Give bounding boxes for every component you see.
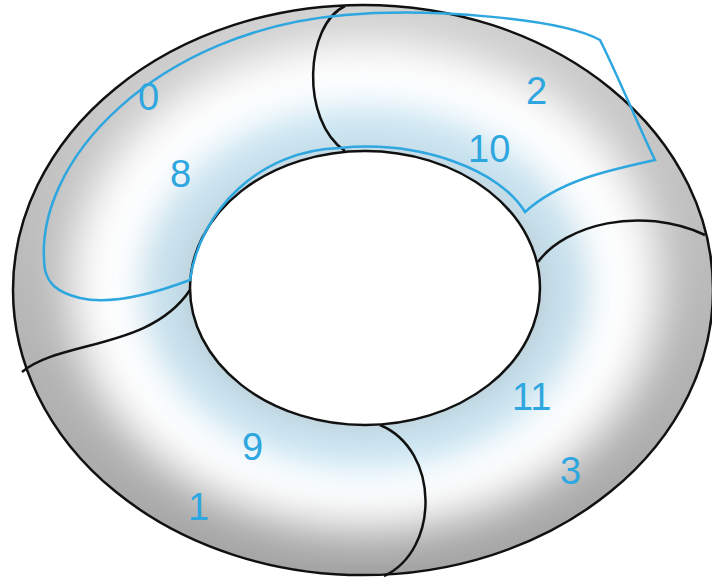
callout-number: 2 (526, 72, 547, 110)
callout-number: 10 (468, 130, 510, 168)
highlighted-region (44, 13, 655, 300)
callout-number: 11 (512, 378, 551, 416)
callout-number: 9 (242, 428, 263, 466)
torus-outline (13, 5, 712, 575)
callout-number: 0 (138, 78, 159, 116)
callout-number: 3 (560, 452, 581, 490)
callout-number: 1 (188, 488, 209, 526)
callout-number: 8 (170, 155, 191, 193)
section-curves (22, 6, 705, 576)
torus-body (13, 5, 712, 575)
